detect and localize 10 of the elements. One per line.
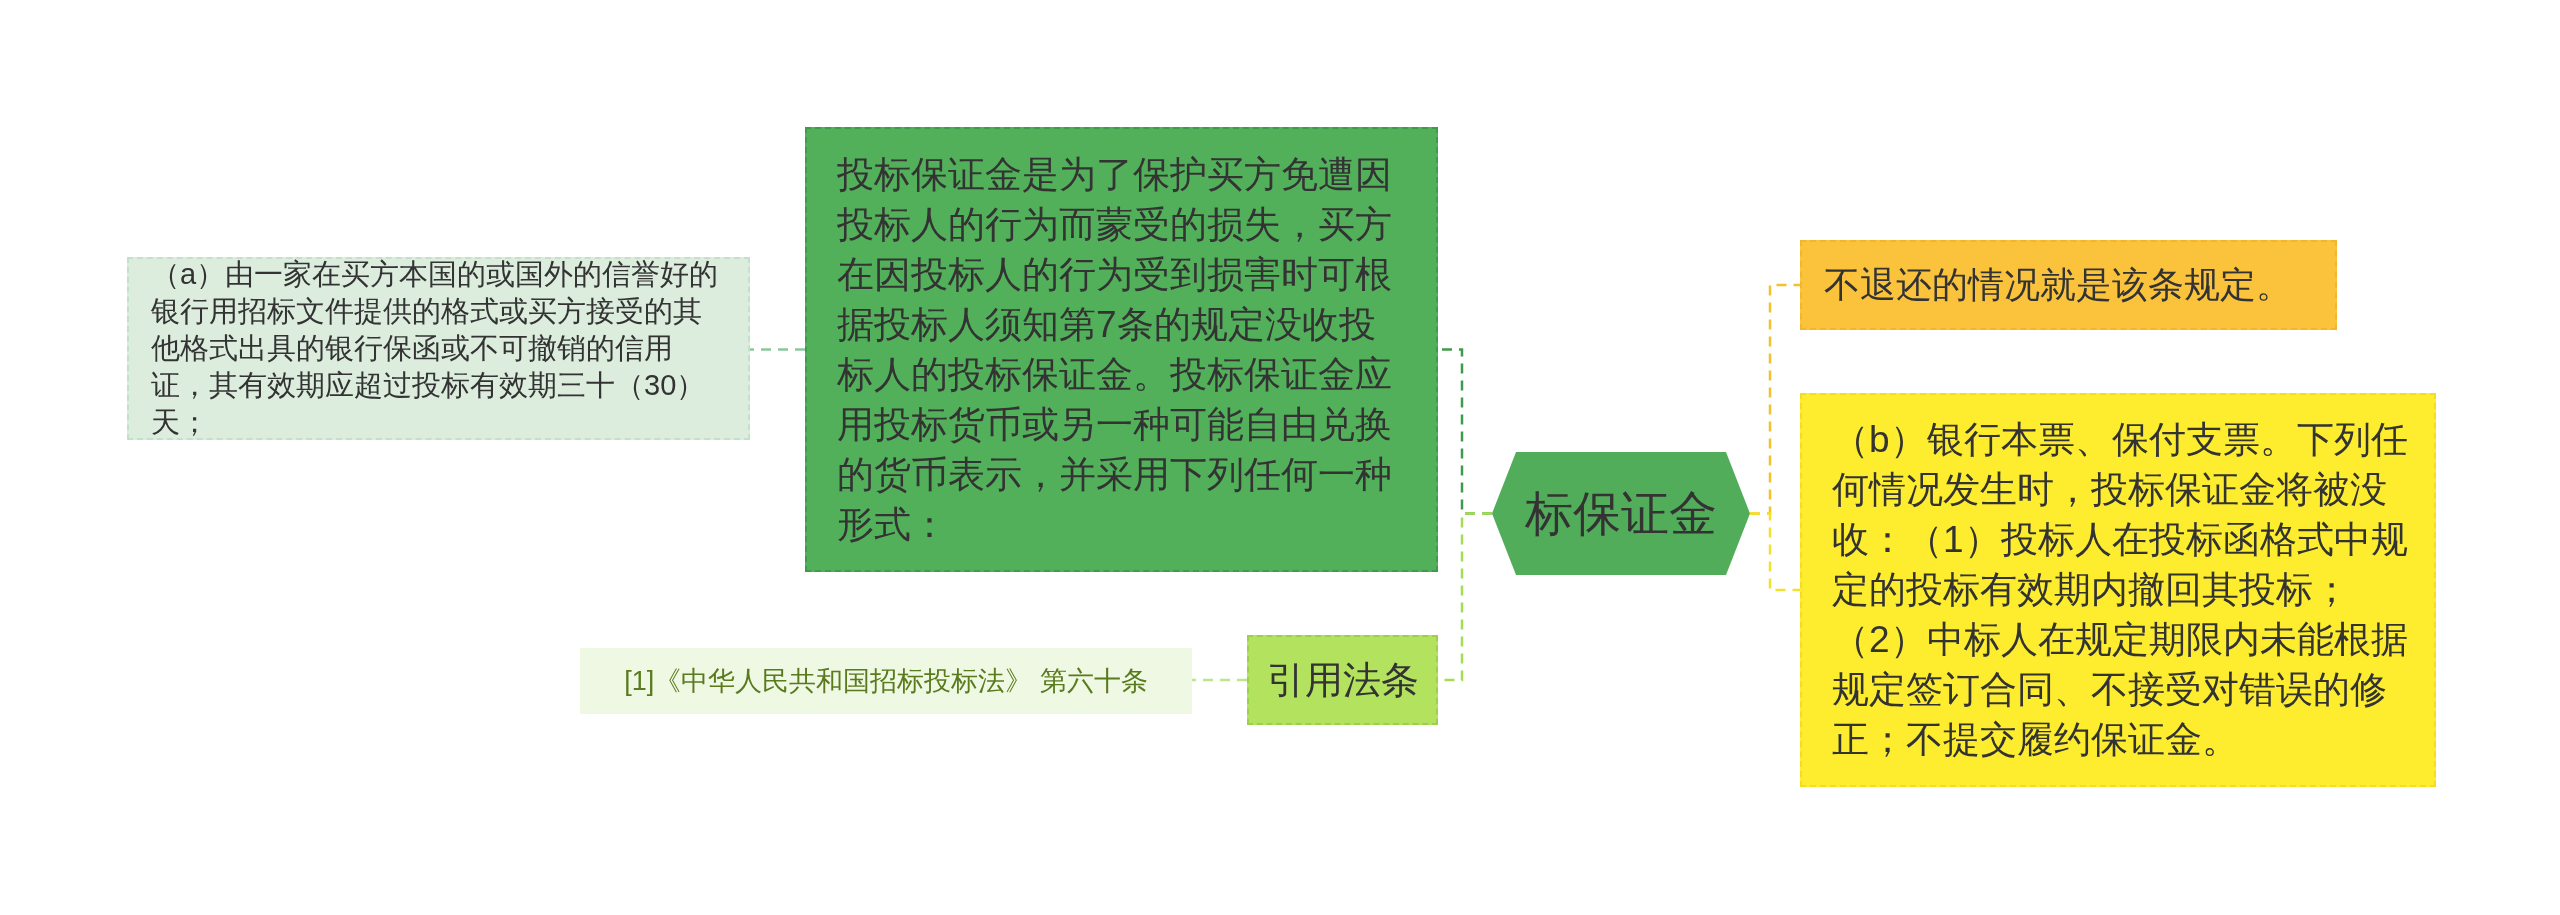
connector-line [750,348,805,351]
text-box: 不退还的情况就是该条规定。 [1800,240,2337,330]
text-box: （a）由一家在买方本国的或国外的信誉好的银行用招标文件提供的格式或买方接受的其他格式出具的银行保函或不可撤销的信用证，其有效期应超过投标有效期三十（30）天； [127,257,750,440]
text-box: （b）银行本票、保付支票。下列任何情况发生时，投标保证金将被没收：（1）投标人在投标函格式中规定的投标有效期内撤回其投标；（2）中标人在规定期限内未能根据规定签订合同、不接受对错误的修正；不提交履约保证金。 [1800,393,2436,787]
text-box: 投标保证金是为了保护买方免遭因投标人的行为而蒙受的损失，买方在因投标人的行为受到损害时可根据投标人须知第7条的规定没收投标人的投标保证金。投标保证金应用投标货币或另一种可能自由兑换的货币表示，并采用下列任何一种形式： [805,127,1438,572]
connector-line [1192,678,1247,682]
text-box: 引用法条 [1247,635,1438,725]
topic-hexagon: 标保证金 [1492,452,1750,575]
citation-box: [1]《中华人民共和国招标投标法》 第六十条 [580,648,1192,714]
connector-line [1750,512,1800,592]
